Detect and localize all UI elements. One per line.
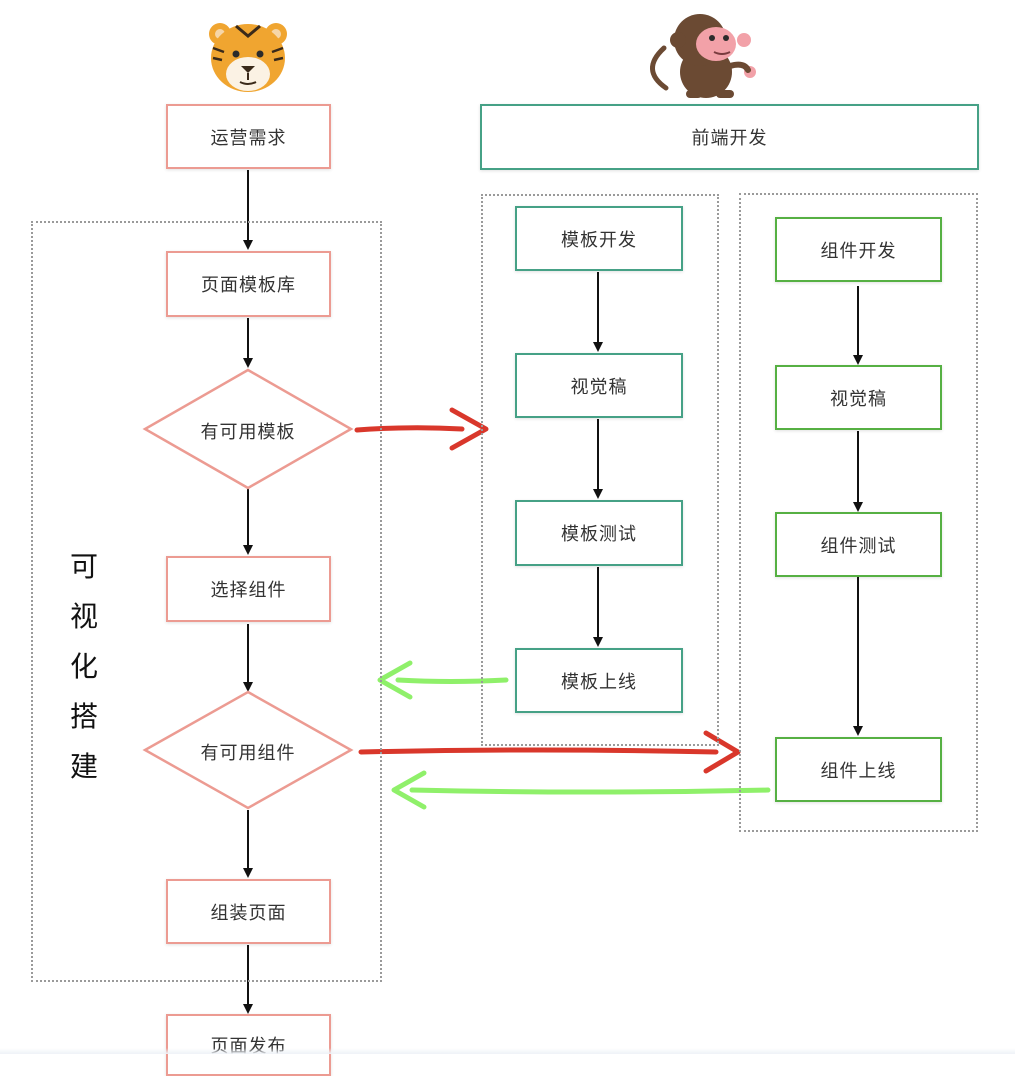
bottom-fade — [0, 1048, 1015, 1054]
visual-builder-group — [31, 221, 382, 982]
node-requirement: 运营需求 — [166, 104, 331, 169]
node-publish-page: 页面发布 — [166, 1014, 331, 1076]
node-template-dev: 模板开发 — [515, 206, 683, 271]
decision-has-template-label: 有可用模板 — [200, 422, 296, 443]
flowchart: 运营需求 页面模板库 有可用模板 选择组件 有可用组件 组装页面 页面发布 可 … — [0, 14, 1015, 1076]
template-track-group — [481, 194, 719, 746]
node-template-online: 模板上线 — [515, 648, 683, 713]
component-track-group — [739, 193, 978, 832]
arrow-no-template-to-frontend — [354, 407, 489, 451]
node-component-test: 组件测试 — [775, 512, 942, 577]
visual-builder-label: 可 视 化 搭 建 — [64, 542, 104, 792]
node-template-test: 模板测试 — [515, 500, 683, 566]
visual-builder-label-char: 化 — [69, 650, 98, 683]
visual-builder-label-char: 视 — [69, 600, 98, 633]
node-assemble-page: 组装页面 — [166, 879, 331, 944]
arrow-no-component-to-frontend — [358, 730, 741, 774]
visual-builder-label-char: 可 — [69, 550, 98, 583]
visual-builder-label-char: 搭 — [69, 700, 98, 733]
node-component-dev: 组件开发 — [775, 217, 942, 282]
node-component-online: 组件上线 — [775, 737, 942, 802]
visual-builder-label-char: 建 — [69, 750, 98, 783]
decision-has-component-shape — [142, 690, 354, 810]
node-template-visual: 视觉稿 — [515, 353, 683, 418]
arrow-component-online-return — [391, 770, 771, 810]
node-choose-component: 选择组件 — [166, 556, 331, 622]
node-component-visual: 视觉稿 — [775, 365, 942, 430]
decision-has-template-shape — [142, 368, 354, 490]
decision-has-component-label: 有可用组件 — [200, 743, 296, 764]
monkey-icon — [650, 14, 756, 98]
frontend-dev-header: 前端开发 — [480, 104, 979, 170]
tiger-icon — [209, 23, 287, 92]
node-template-library: 页面模板库 — [166, 251, 331, 317]
